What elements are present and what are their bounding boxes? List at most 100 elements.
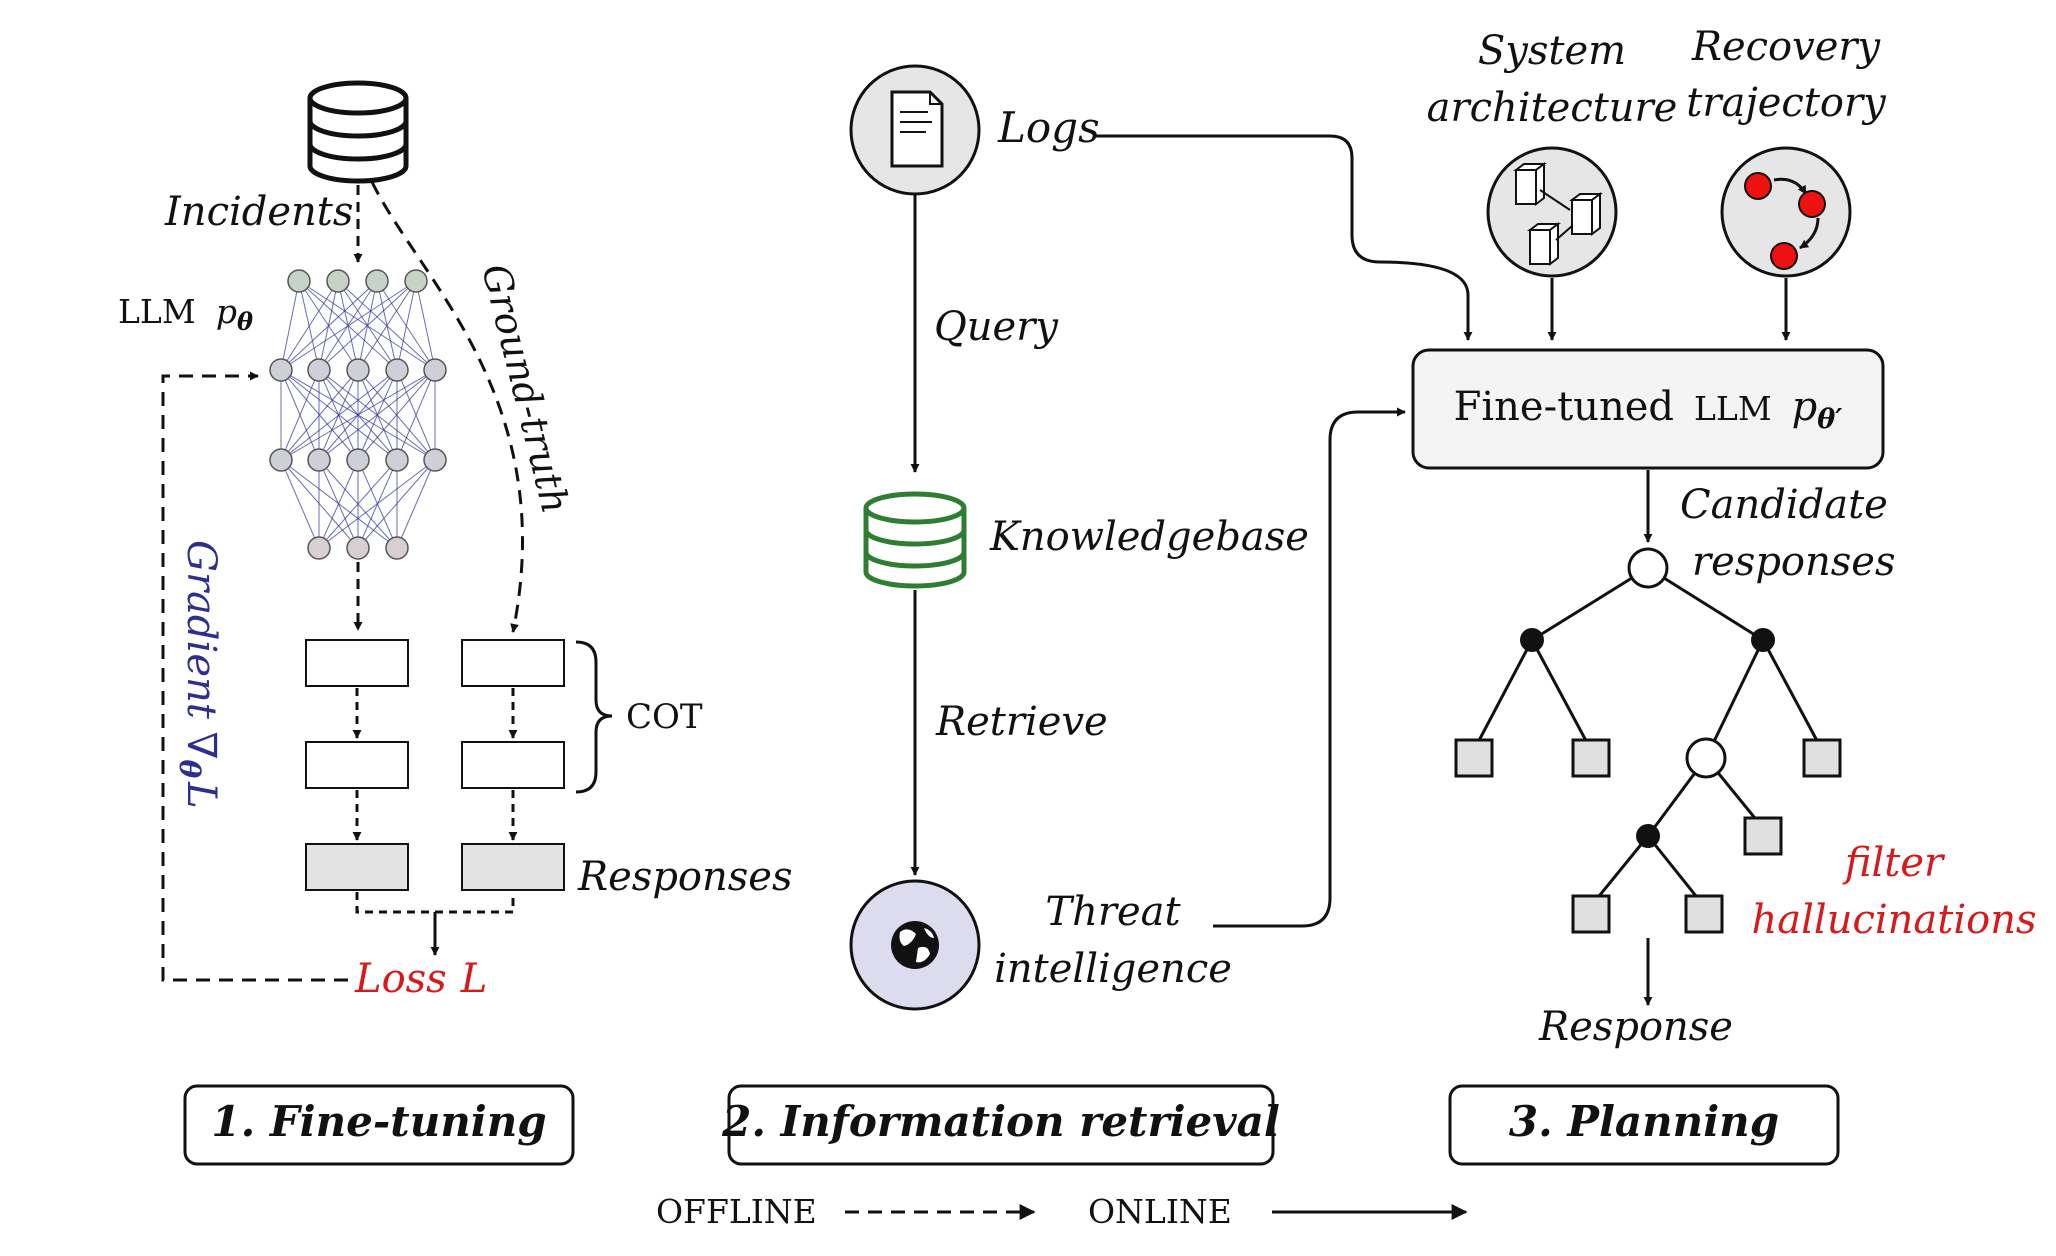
network-edge <box>357 369 436 461</box>
tree-leaf-node <box>1454 738 1494 778</box>
trajectory-icon <box>1720 146 1852 278</box>
loss-merge <box>355 892 515 914</box>
network-edge <box>318 280 417 371</box>
network-edge <box>280 280 378 371</box>
planning-section: System architecture Recovery trajectory <box>1411 24 2037 1166</box>
network-neuron <box>404 269 428 293</box>
cot-label: COT <box>626 697 703 737</box>
network-edge <box>280 280 300 371</box>
candidate-label-line1: Candidate <box>1680 482 1888 528</box>
logs-label: Logs <box>997 103 1100 152</box>
candidate-label-line2: responses <box>1692 539 1896 585</box>
retrieval-section: Logs Query Knowledgebase Retrieve Threat… <box>721 64 1309 1166</box>
network-edge <box>318 369 436 461</box>
network-edge <box>318 459 359 549</box>
tree-leaf-node <box>1802 738 1842 778</box>
filter-label-line2: hallucinations <box>1752 897 2037 943</box>
network-edge <box>396 459 436 549</box>
retrieve-label: Retrieve <box>935 699 1108 745</box>
network-neuron <box>326 269 350 293</box>
network-edge <box>318 459 398 549</box>
tree-decision-node <box>1751 628 1775 652</box>
threat-to-model-arrow <box>1213 407 1406 928</box>
network-edge <box>396 280 417 371</box>
network-edge <box>280 369 320 461</box>
query-label: Query <box>934 304 1059 350</box>
legend-offline-label: OFFLINE <box>656 1192 817 1231</box>
tree-leaf-node <box>1571 738 1611 778</box>
incidents-label: Incidents <box>164 189 353 235</box>
recovery-label-line2: trajectory <box>1686 80 1887 126</box>
network-edge <box>280 369 436 461</box>
globe-icon <box>849 879 981 1011</box>
network-neuron <box>269 448 293 472</box>
network-edge <box>357 280 417 371</box>
ground-truth-arrow <box>370 181 524 633</box>
network-neuron <box>287 269 311 293</box>
search-tree <box>1472 566 1824 907</box>
network-edge <box>280 369 359 461</box>
network-neuron <box>365 269 389 293</box>
legend: OFFLINE ONLINE <box>656 1192 1468 1231</box>
cot-step-1-left <box>305 639 409 687</box>
knowledgebase-label: Knowledgebase <box>989 514 1309 560</box>
network-neuron <box>307 536 331 560</box>
cot-brace <box>575 640 613 794</box>
network-edge <box>280 280 417 371</box>
recovery-label-line1: Recovery <box>1691 24 1882 70</box>
stage-label-planning: 3. Planning <box>1509 1097 1779 1146</box>
stage-box-finetuning <box>183 1084 575 1166</box>
network-neuron <box>346 536 370 560</box>
network-neuron <box>346 358 370 382</box>
stage-box-planning <box>1448 1084 1840 1166</box>
response-box-right <box>461 843 565 891</box>
tree-decision-node <box>1520 628 1544 652</box>
network-neuron <box>385 358 409 382</box>
tree-leaf-node <box>1684 894 1724 934</box>
response-box-left <box>305 843 409 891</box>
network-neuron <box>269 358 293 382</box>
finetuning-section: Incidents LLM pθ Ground-truth Gradient ∇… <box>118 80 793 1166</box>
stage-label-finetuning: 1. Fine-tuning <box>211 1097 546 1146</box>
network-edge <box>280 459 320 549</box>
document-icon <box>849 64 981 196</box>
stage-label-retrieval: 2. Information retrieval <box>721 1097 1280 1146</box>
logs-to-model-arrow <box>1094 134 1473 341</box>
cot-step-1-right <box>461 639 565 687</box>
threat-label-line2: intelligence <box>994 946 1232 992</box>
network-neuron <box>423 358 447 382</box>
network-neuron <box>307 358 331 382</box>
tree-leaf-node <box>1571 894 1611 934</box>
filter-label-line1: filter <box>1842 840 1946 886</box>
network-neuron <box>385 448 409 472</box>
cot-step-2-right <box>461 741 565 789</box>
server-icon <box>1486 146 1618 278</box>
gradient-label: Gradient ∇θL <box>173 540 224 809</box>
database-icon <box>307 80 409 184</box>
network-edge <box>280 280 339 371</box>
network-edge <box>357 459 436 549</box>
cot-step-2-left <box>305 741 409 789</box>
network-neuron <box>385 536 409 560</box>
finetuned-model-label: Fine-tuned LLM pθ′ <box>1454 384 1843 435</box>
tree-decision-node <box>1636 824 1660 848</box>
legend-online-label: ONLINE <box>1088 1192 1232 1231</box>
threat-label-line1: Threat <box>1045 889 1181 935</box>
system-label-line1: System <box>1478 28 1626 74</box>
system-label-line2: architecture <box>1427 85 1678 131</box>
ground-truth-label: Ground-truth <box>473 260 577 518</box>
response-label: Response <box>1538 1004 1733 1050</box>
network-edge <box>318 459 436 549</box>
llm-label: LLM pθ <box>118 292 253 336</box>
tree-chance-node <box>1685 737 1727 779</box>
network-neuron <box>307 448 331 472</box>
gradient-arrow <box>161 371 348 982</box>
finetuned-model-box <box>1411 348 1885 470</box>
stage-box-retrieval <box>727 1084 1275 1166</box>
network-edge <box>396 369 436 461</box>
network-neuron <box>346 448 370 472</box>
database-icon <box>863 491 967 589</box>
network-edge <box>415 280 436 371</box>
